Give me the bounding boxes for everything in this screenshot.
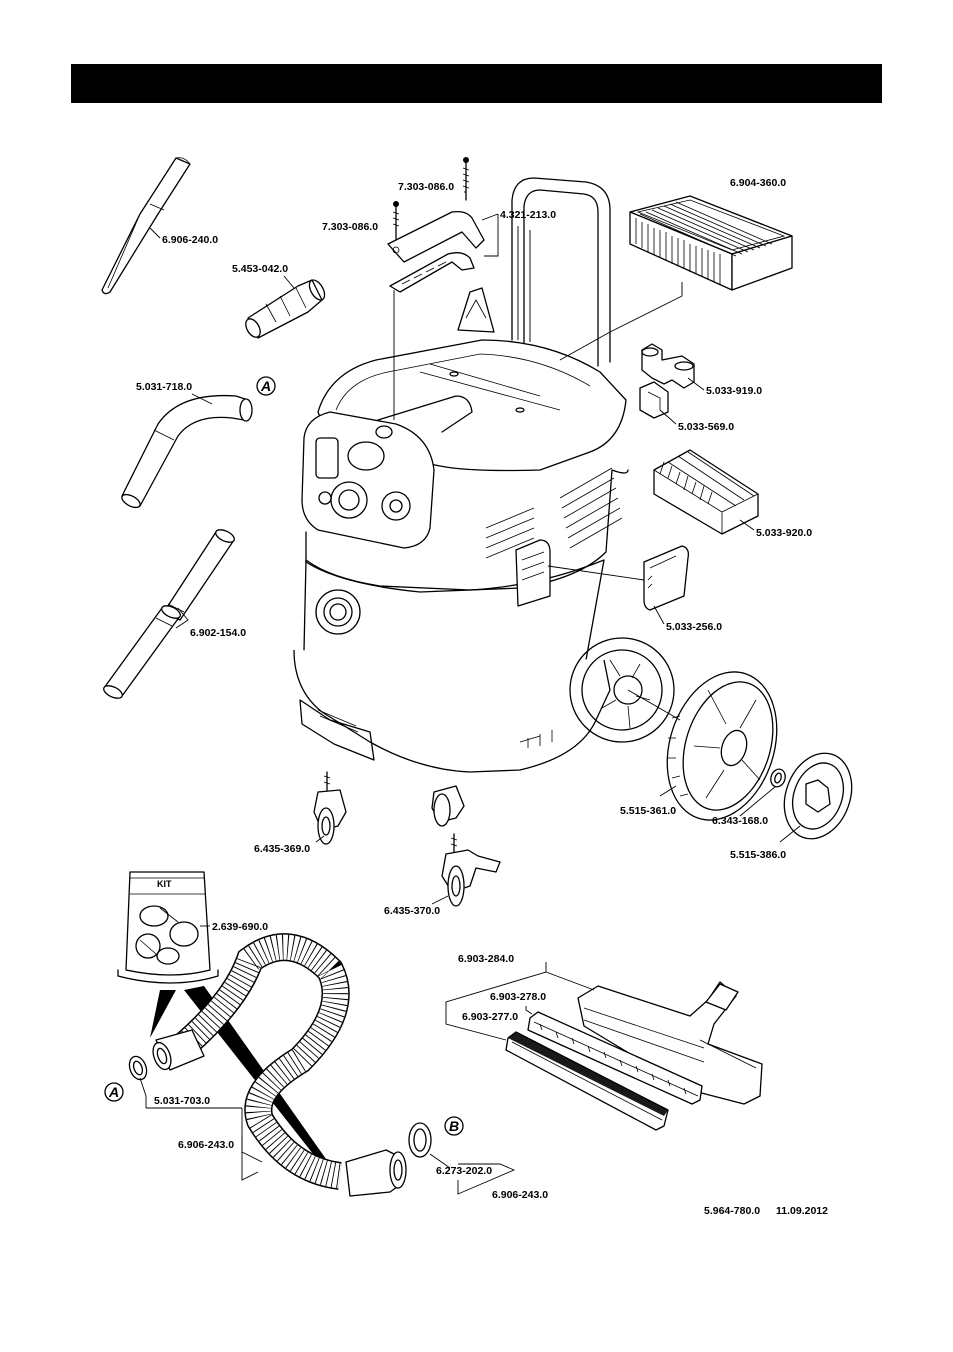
label-hose-connector: 5.031-703.0 — [154, 1095, 210, 1107]
label-strip-a: 6.903-278.0 — [490, 991, 546, 1003]
clip-a-drawing — [641, 343, 695, 389]
label-floor-nozzle: 6.903-284.0 — [458, 953, 514, 965]
document-date: 11.09.2012 — [776, 1205, 828, 1217]
strip-a-drawing — [527, 1011, 703, 1105]
svg-text:A: A — [260, 378, 271, 394]
strip-b-drawing — [505, 1031, 669, 1131]
label-strip-b: 6.903-277.0 — [462, 1011, 518, 1023]
label-cover: 5.033-256.0 — [666, 621, 722, 633]
label-hose: 6.906-243.0 — [178, 1139, 234, 1151]
header-bar — [71, 64, 882, 103]
marker-a-lower: A — [104, 1082, 124, 1102]
label-wheel: 5.515-361.0 — [620, 805, 676, 817]
suction-hose-drawing — [152, 933, 407, 1197]
marker-b: B — [444, 1116, 464, 1136]
crevice-nozzle-drawing — [101, 157, 191, 295]
svg-text:B: B — [449, 1118, 459, 1134]
label-clip-b: 5.033-569.0 — [678, 421, 734, 433]
flat-filter-drawing — [629, 195, 793, 291]
tube-drawing-upper — [163, 529, 235, 621]
elbow-drawing — [121, 394, 253, 509]
caster-drawing-mid — [431, 785, 465, 827]
marker-a-upper: A — [256, 376, 276, 396]
wheel-drawing — [666, 671, 778, 821]
document-number: 5.964-780.0 — [704, 1205, 760, 1217]
screw-drawing-top — [462, 157, 470, 201]
label-clip-a: 5.033-919.0 — [706, 385, 762, 397]
cover-drawing — [643, 545, 690, 611]
caster-drawing-left — [313, 771, 347, 845]
vacuum-cleaner-body-drawing — [293, 177, 675, 773]
tube-drawing-lower — [103, 605, 181, 699]
kit-bag-drawing — [117, 871, 219, 984]
label-crevice-nozzle: 6.906-240.0 — [162, 234, 218, 246]
label-caster-b: 6.435-370.0 — [384, 905, 440, 917]
seal-ring-drawing — [408, 1122, 432, 1158]
label-adapter: 5.453-042.0 — [232, 263, 288, 275]
label-tube: 6.902-154.0 — [190, 627, 246, 639]
label-kit: 2.639-690.0 — [212, 921, 268, 933]
label-seal-ring: 6.273-202.0 — [436, 1165, 492, 1177]
label-caster-a: 6.435-369.0 — [254, 843, 310, 855]
label-handle: 4.321-213.0 — [500, 209, 556, 221]
label-elbow: 5.031-718.0 — [136, 381, 192, 393]
label-screw-top: 7.303-086.0 — [398, 181, 454, 193]
hose-connector-drawing — [128, 1055, 148, 1081]
caster-drawing-bottom — [441, 833, 501, 907]
label-lock-washer: 6.343-168.0 — [712, 815, 768, 827]
handle-drawing — [387, 210, 485, 293]
label-flat-filter: 6.904-360.0 — [730, 177, 786, 189]
floor-nozzle-drawing — [577, 981, 763, 1105]
leader-lines — [139, 191, 801, 1195]
lock-washer-drawing — [770, 768, 786, 788]
hub-cap-drawing — [783, 752, 853, 840]
clip-b-drawing — [639, 381, 669, 419]
label-kit-bag: KIT — [157, 879, 172, 889]
svg-text:A: A — [108, 1084, 119, 1100]
label-hub-cap: 5.515-386.0 — [730, 849, 786, 861]
label-screw-left: 7.303-086.0 — [322, 221, 378, 233]
label-hose-b: 6.906-243.0 — [492, 1189, 548, 1201]
label-holder: 5.033-920.0 — [756, 527, 812, 539]
screw-drawing-left — [392, 201, 400, 241]
holder-drawing — [653, 449, 759, 535]
adapter-drawing — [245, 279, 326, 339]
